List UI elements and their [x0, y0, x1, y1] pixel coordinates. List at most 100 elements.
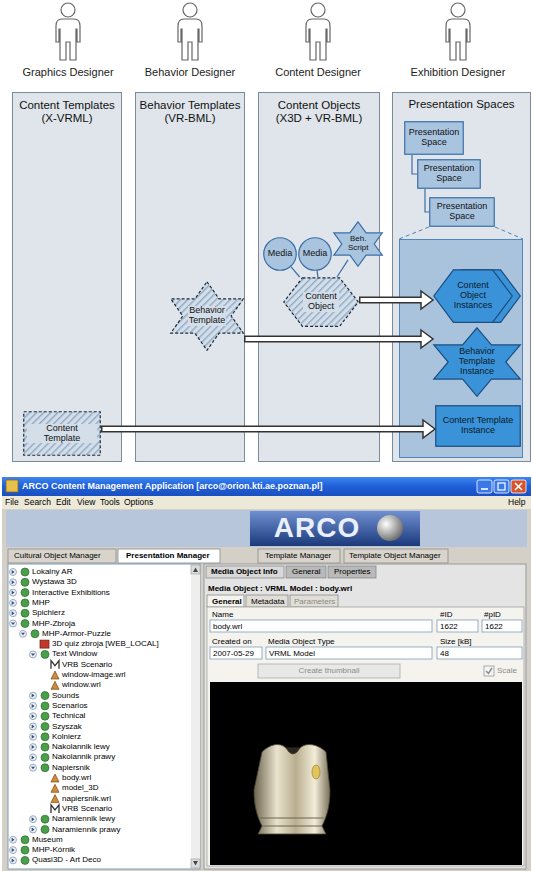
- label-box: Help: [508, 497, 525, 507]
- app-window: [191, 565, 200, 574]
- script-star-outline: [334, 222, 383, 266]
- tree-toggle: [30, 816, 37, 823]
- app-window: [2, 496, 531, 509]
- field-text: Media Object Type: [268, 637, 335, 647]
- column-heading: Presentation Spaces: [393, 93, 530, 111]
- app-window: [204, 564, 526, 869]
- label-box: Presentation Manager: [126, 551, 210, 561]
- connector: [291, 267, 300, 277]
- model-icon: [51, 795, 59, 803]
- node-label: Presentation Space: [433, 202, 491, 222]
- tree-item: napiersnik.wrl: [62, 794, 111, 804]
- tree-toggle: [21, 633, 25, 636]
- app-window: [494, 480, 509, 493]
- node-label: Beh. Script: [348, 235, 368, 253]
- label-box: Kolnierz: [52, 732, 81, 742]
- column-heading: Content Templates (X-VRML): [13, 93, 121, 124]
- armor-illustration: [254, 745, 330, 834]
- tree-line: [412, 155, 417, 174]
- label-box: Template Manager: [265, 551, 331, 561]
- label-box: ARCO: [262, 512, 372, 544]
- app-window: [118, 549, 220, 563]
- field-text: #pID: [484, 610, 501, 620]
- folder-icon: [21, 609, 29, 617]
- app-window: [2, 477, 531, 871]
- menu-item: Tools: [100, 497, 120, 507]
- folder-icon: [21, 589, 29, 597]
- app-window: [193, 861, 198, 866]
- node-label: Behavior Template Instance: [459, 347, 496, 377]
- tree-toggle: [12, 848, 15, 852]
- label-box: Naramiennik prawy: [52, 825, 120, 835]
- app-window: [290, 595, 338, 607]
- label-box: VRML Model: [269, 649, 315, 659]
- field-text: General: [212, 597, 242, 607]
- label-box: Cultural Object Manager: [14, 551, 101, 561]
- arrow-head: [423, 420, 435, 438]
- folder-icon: [41, 826, 49, 834]
- link-line: [337, 260, 348, 277]
- role-label: Exhibition Designer: [403, 66, 513, 79]
- space-box: Presentation Space: [417, 159, 481, 189]
- tab-label: Template Manager: [265, 551, 331, 561]
- app-window: [6, 480, 18, 492]
- tree-toggle: [12, 591, 15, 595]
- armor-illustration: [312, 765, 320, 779]
- node-label: Presentation Space: [408, 128, 460, 148]
- column-heading: Content Objects (X3D + VR-BML): [259, 93, 379, 124]
- model-icon: [51, 774, 59, 782]
- label-box: Napiersnik: [52, 763, 90, 773]
- instance-box-outline: [436, 406, 521, 447]
- input-field: [210, 647, 262, 659]
- field-text: #ID: [440, 610, 452, 620]
- field-text: General: [292, 567, 320, 577]
- folder-icon: [31, 630, 39, 638]
- label-box: Metadata: [251, 597, 284, 607]
- tree-toggle: [10, 569, 17, 576]
- label-box: Media Object Type: [268, 637, 335, 647]
- label-box: ARCO Content Management Application [arc…: [22, 481, 322, 492]
- menu-item: Help: [508, 497, 525, 507]
- tree-item: Nakolannik lewy: [52, 742, 110, 752]
- folder-icon: [41, 692, 49, 700]
- window-title: ARCO Content Management Application [arc…: [22, 481, 322, 492]
- tree-item: Spichlerz: [32, 608, 65, 618]
- zoom-line: [399, 227, 523, 239]
- tree-item: Wystawa 3D: [32, 577, 77, 587]
- app-window: [193, 568, 198, 573]
- app-window: [477, 480, 492, 493]
- role-label: Content Designer: [268, 66, 368, 79]
- label-box: Content Designer: [268, 66, 368, 79]
- role-label: Behavior Designer: [140, 66, 240, 79]
- label-box: Exhibition Designer: [403, 66, 513, 79]
- app-window: [250, 511, 420, 546]
- label-box: Template Object Manager: [349, 551, 441, 561]
- tree-item: Naramiennik prawy: [52, 825, 120, 835]
- instance-star: Behavior Template Instance: [433, 327, 521, 397]
- tree-toggle: [10, 836, 17, 843]
- armor-illustration: [262, 826, 322, 827]
- arrow-outline: [244, 336, 421, 343]
- tree-item: Quasi3D - Art Deco: [32, 855, 101, 865]
- connector: [101, 420, 435, 438]
- instance-star-outline: [434, 328, 521, 397]
- field-text: 48: [440, 649, 449, 659]
- button: [258, 664, 400, 678]
- label-box: Technical: [52, 711, 85, 721]
- script-star: Beh. Script: [333, 221, 383, 267]
- person-icon: [56, 3, 470, 60]
- tree-item: Sounds: [52, 691, 79, 701]
- label-box: window.wrl: [62, 680, 101, 690]
- label-box: Scale: [497, 666, 517, 676]
- arrow-outline: [359, 297, 421, 304]
- connector: [359, 291, 433, 309]
- folder-icon: [21, 620, 29, 628]
- folder-icon: [41, 702, 49, 710]
- person-icon: [306, 3, 330, 60]
- label-box: Create thumbnail: [258, 666, 400, 676]
- label-box: 3D quiz zbroja [WEB_LOCAL]: [52, 639, 159, 649]
- person-icon: [56, 3, 80, 60]
- label-box: #pID: [484, 610, 501, 620]
- tree-toggle: [31, 767, 35, 770]
- tree-toggle: [20, 630, 27, 637]
